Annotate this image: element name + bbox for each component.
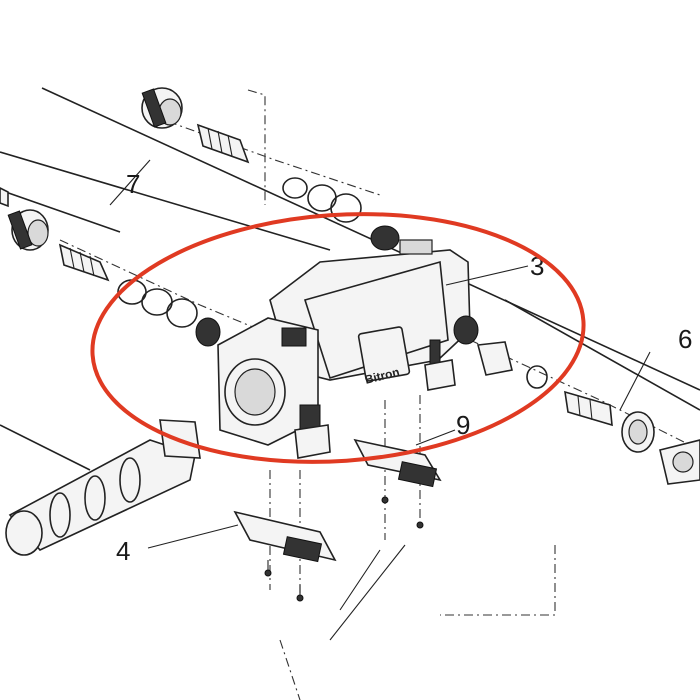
strainer-cage [5,419,201,556]
uv-end-cap [195,317,331,459]
uv-clarifier-body: Bitron [269,225,479,391]
left-hose-tail [58,243,110,282]
mounting-bracket-upper [353,438,442,529]
callout-leaders [109,159,651,641]
highlight-ellipse [90,212,586,464]
right-hose-tail [564,390,613,427]
upper-o-rings [282,177,362,223]
callout-6: 6 [678,324,692,354]
left-union-nut [7,209,49,251]
callout-7: 7 [126,169,140,199]
callout-9: 9 [456,410,470,440]
upper-hose-tail [196,123,250,164]
right-clamp [659,439,700,485]
callout-4: 4 [116,536,130,566]
right-connector [476,341,548,389]
left-edge-fragment [0,187,9,208]
right-union-nut [621,411,655,453]
left-o-rings [117,279,198,328]
upper-union-nut [141,87,183,129]
dashed-center-lines [59,89,691,700]
mounting-bracket-lower [233,510,337,602]
